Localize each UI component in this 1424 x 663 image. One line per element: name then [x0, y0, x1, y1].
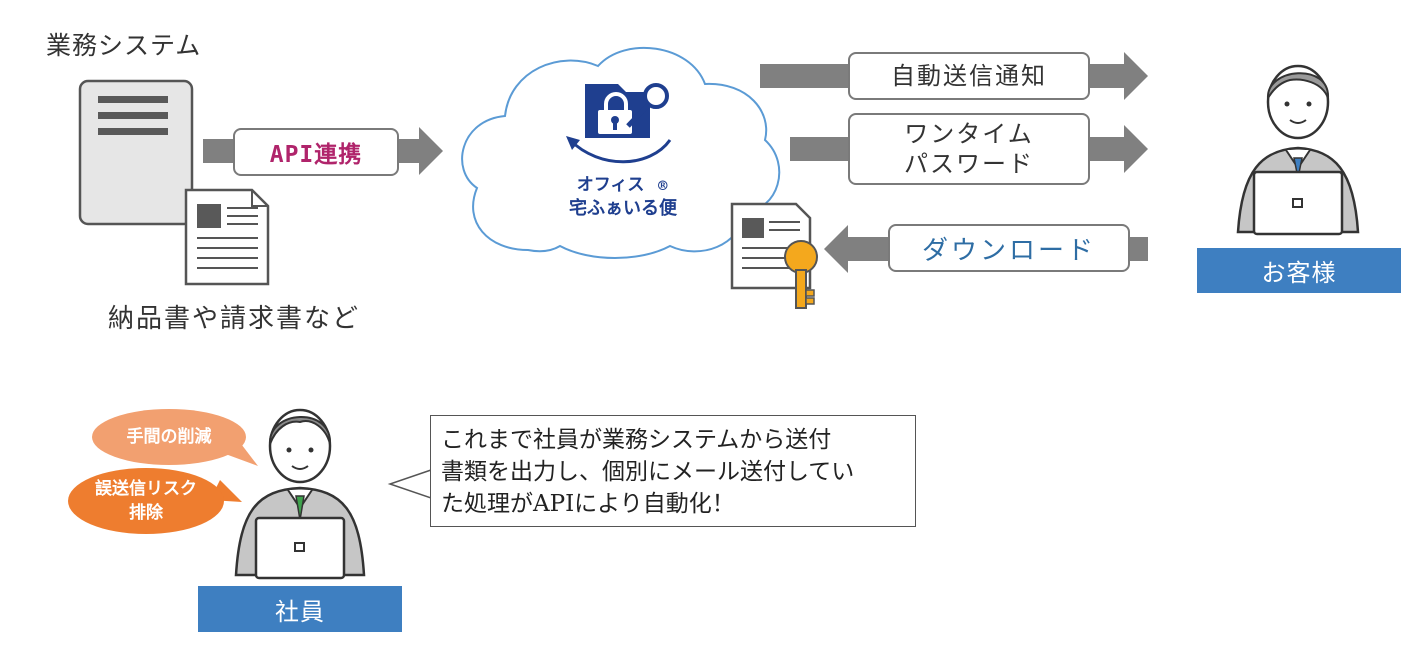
service-logo-icon	[566, 83, 672, 164]
key-icon	[784, 240, 818, 309]
documents-caption: 納品書や請求書など	[108, 304, 361, 334]
effort-reduction-bubble: 手間の削減	[92, 409, 246, 465]
speech-line-3: た処理がAPIにより自動化！	[441, 491, 735, 517]
service-name-line1-text: オフィス	[576, 175, 645, 195]
misdelivery-risk-line1: 誤送信リスク	[95, 479, 197, 499]
registered-mark: ®	[656, 179, 670, 194]
customer-label: お客様	[1197, 248, 1401, 293]
employee-person-icon	[234, 408, 366, 580]
employee-speech-box: これまで社員が業務システムから送付 書類を出力し、個別にメール送付してい た処理…	[430, 415, 916, 527]
download-label: ダウンロード	[888, 224, 1130, 272]
otp-label: ワンタイム パスワード	[848, 113, 1090, 185]
document-icon	[184, 188, 270, 286]
auto-notify-label: 自動送信通知	[848, 52, 1090, 100]
otp-label-line1: ワンタイム	[904, 120, 1034, 148]
service-name-line1: オフィス ®	[548, 170, 698, 195]
service-name-line2: 宅ふぁいる便	[569, 198, 677, 219]
cloud-shape	[461, 46, 781, 259]
customer-person-icon	[1236, 64, 1360, 236]
misdelivery-risk-bubble: 誤送信リスク 排除	[68, 468, 224, 534]
employee-label: 社員	[198, 586, 402, 632]
api-link-label: API連携	[233, 128, 399, 176]
server-icon	[78, 79, 194, 226]
speech-tail	[387, 468, 432, 500]
speech-line-1: これまで社員が業務システムから送付	[441, 427, 832, 453]
misdelivery-risk-line2: 排除	[129, 503, 163, 523]
business-system-title: 業務システム	[46, 31, 202, 60]
otp-label-line2: パスワード	[904, 150, 1034, 178]
speech-line-2: 書類を出力し、個別にメール送付してい	[441, 459, 855, 485]
